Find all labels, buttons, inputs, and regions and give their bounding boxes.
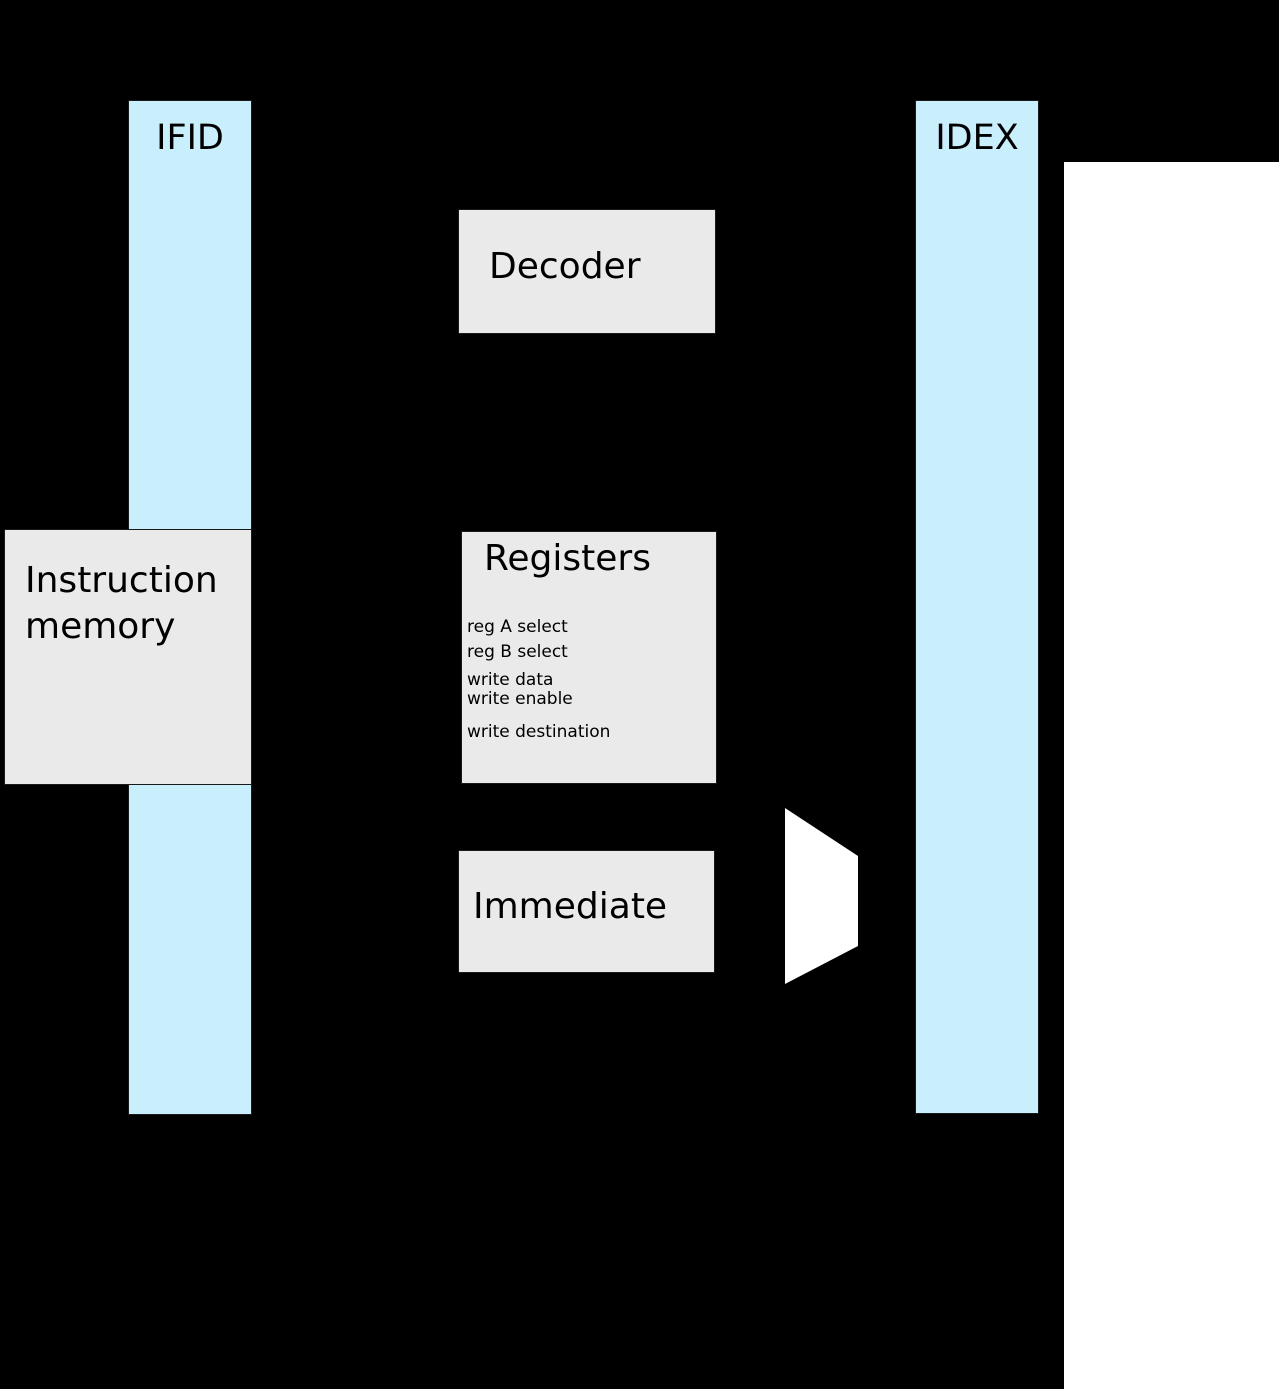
unit-decoder[interactable]: Decoder xyxy=(458,209,716,334)
pipeline-register-ifid-label: IFID xyxy=(156,118,224,158)
operand-mux-shape xyxy=(785,808,858,984)
port-write-destination: write destination xyxy=(467,722,611,742)
unit-instruction-memory[interactable]: Instruction memory xyxy=(4,529,252,785)
pipeline-register-idex[interactable]: IDEX xyxy=(915,100,1039,1114)
unit-registers-label: Registers xyxy=(484,538,651,579)
unit-instruction-memory-label: Instruction memory xyxy=(25,560,218,648)
port-write-data: write data xyxy=(467,670,554,690)
unit-immediate-label: Immediate xyxy=(473,886,668,927)
unit-decoder-label: Decoder xyxy=(489,246,641,287)
port-reg-a-select: reg A select xyxy=(467,617,568,637)
unit-immediate[interactable]: Immediate xyxy=(458,850,715,973)
port-write-enable: write enable xyxy=(467,689,573,709)
unit-registers[interactable]: Registers reg A select reg B select writ… xyxy=(461,531,717,784)
port-reg-b-select: reg B select xyxy=(467,642,568,662)
pipeline-register-idex-label: IDEX xyxy=(935,118,1019,158)
operand-mux[interactable] xyxy=(783,806,861,986)
